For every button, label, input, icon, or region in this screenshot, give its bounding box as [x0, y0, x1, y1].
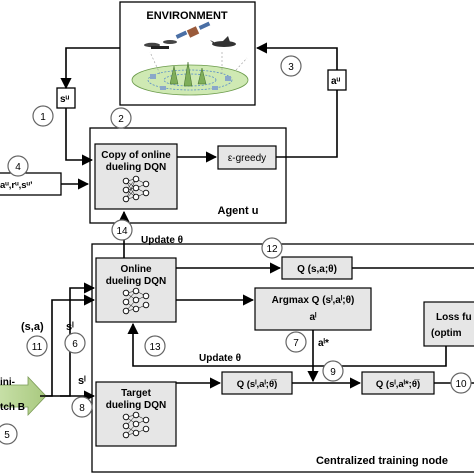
- arrow-update-online: [127, 322, 447, 367]
- q-final-label: Q (sˡ,aˡ*;θ̅): [376, 379, 420, 390]
- sa-label: (s,a): [21, 321, 44, 333]
- svg-text:14: 14: [116, 226, 128, 237]
- neural-net-icon: [122, 175, 150, 203]
- svg-text:13: 13: [149, 342, 161, 353]
- sl-target-label: sˡ: [78, 375, 86, 387]
- neural-net-icon: [122, 411, 150, 439]
- step-5: 5: [0, 423, 18, 445]
- mini-batch-arrow-icon: [0, 375, 47, 417]
- satellite-icon: [175, 21, 211, 39]
- online-dqn-line2: dueling DQN: [106, 276, 167, 287]
- agent-label: Agent u: [218, 205, 259, 217]
- argmax-line2: aˡ: [310, 312, 318, 323]
- sl-online-label: sˡ: [66, 321, 74, 333]
- svg-text:8: 8: [79, 403, 85, 414]
- epsilon-greedy-label: ε-greedy: [228, 153, 266, 164]
- step-6: 6: [64, 332, 86, 354]
- neural-net-icon: [122, 287, 150, 315]
- step-10: 10: [450, 372, 472, 394]
- svg-text:12: 12: [266, 244, 278, 255]
- svg-text:5: 5: [4, 430, 10, 441]
- copy-dqn-line1: Copy of online: [101, 150, 171, 161]
- state-u-label: sᵘ: [60, 94, 70, 105]
- online-dqn-line1: Online: [120, 264, 152, 275]
- aircraft-icon: [210, 36, 236, 47]
- q-target-label: Q (sˡ,aˡ;θ̅): [237, 379, 278, 390]
- arrow-action-to-env: [255, 42, 338, 70]
- svg-text:9: 9: [330, 367, 336, 378]
- a-star-label: aˡ*: [318, 338, 329, 349]
- environment-title: ENVIRONMENT: [146, 10, 228, 22]
- target-dqn-line2: dueling DQN: [106, 400, 167, 411]
- svg-text:4: 4: [15, 162, 21, 173]
- loss-function-box: [423, 301, 474, 347]
- q-online-label: Q (s,a;θ): [297, 264, 337, 275]
- arrow-env-to-state: [60, 47, 120, 90]
- argmax-line1: Argmax Q (sˡ,aˡ;θ): [272, 295, 355, 306]
- svg-text:11: 11: [32, 342, 43, 353]
- mini-batch-line2: tch B: [0, 402, 25, 413]
- svg-text:3: 3: [288, 62, 294, 73]
- step-14: 14: [111, 219, 133, 241]
- step-1: 1: [32, 105, 54, 127]
- arrow-greedy-to-action: [276, 90, 338, 158]
- svg-text:10: 10: [455, 379, 467, 390]
- training-node-label: Centralized training node: [316, 455, 448, 467]
- step-9: 9: [322, 360, 344, 382]
- step-13: 13: [144, 335, 166, 357]
- svg-text:1: 1: [40, 112, 46, 123]
- step-3: 3: [280, 55, 302, 77]
- copy-dqn-line2: dueling DQN: [106, 162, 167, 173]
- update-online-label: Update θ: [199, 353, 241, 364]
- mini-batch-line1: ini-: [0, 377, 15, 388]
- loss-function-line1: Loss fu: [436, 312, 472, 323]
- target-dqn-line1: Target: [121, 388, 151, 399]
- step-11: 11: [26, 335, 48, 357]
- drone-icon: [144, 40, 177, 49]
- loss-function-line2: (optim: [431, 328, 462, 339]
- svg-text:6: 6: [72, 339, 78, 350]
- step-12: 12: [261, 237, 283, 259]
- update-agent-label: Update θ: [141, 235, 183, 246]
- network-illustration-icon: [131, 50, 249, 96]
- step-7: 7: [285, 331, 307, 353]
- step-8: 8: [71, 396, 93, 418]
- step-2: 2: [110, 107, 132, 129]
- step-4: 4: [7, 155, 29, 177]
- svg-text:2: 2: [118, 114, 124, 125]
- action-u-label: aᵘ: [331, 76, 341, 87]
- svg-text:7: 7: [293, 338, 299, 349]
- arrow-state-to-agent: [65, 108, 94, 166]
- transition-label: aᵘ,rᵘ,sᵘ’: [0, 180, 33, 191]
- argmax-box: [254, 287, 372, 331]
